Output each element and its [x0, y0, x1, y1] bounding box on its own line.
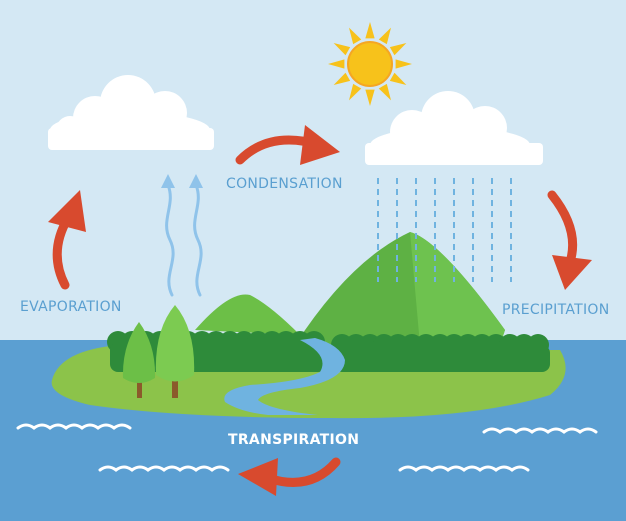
vapor-arrow-icon	[189, 174, 203, 297]
wave-icon	[16, 423, 598, 472]
sun-icon	[328, 22, 412, 106]
tree-icon	[155, 305, 195, 398]
tree-icon	[122, 322, 156, 398]
river	[224, 338, 345, 415]
cycle-arrow-icon	[48, 190, 86, 290]
cloud-icon	[48, 75, 214, 150]
bushes	[331, 334, 550, 372]
cloud-icon	[365, 91, 543, 165]
cycle-arrow-icon	[235, 125, 340, 165]
mountain-small	[195, 294, 300, 335]
sky	[0, 0, 626, 340]
label-condensation: CONDENSATION	[226, 176, 343, 192]
cycle-arrow-icon	[547, 190, 592, 290]
label-transpiration: TRANSPIRATION	[228, 432, 360, 448]
vapor-arrow-icon	[161, 174, 175, 297]
label-evaporation: EVAPORATION	[20, 299, 122, 315]
label-precipitation: PRECIPITATION	[502, 302, 610, 318]
cycle-arrow-icon	[238, 457, 341, 496]
